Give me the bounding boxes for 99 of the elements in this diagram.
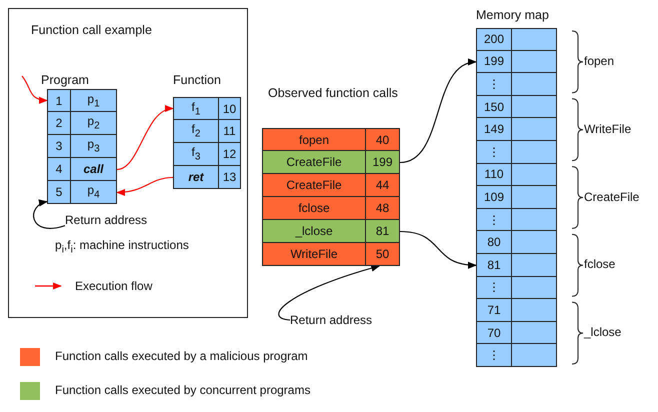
address-number: ⋮ [488, 348, 500, 362]
address-number: 70 [487, 326, 501, 340]
address-number: 149 [484, 122, 504, 136]
table-row [173, 97, 241, 120]
address-number: 48 [376, 201, 390, 215]
address-number: 80 [487, 235, 501, 250]
address-number: 110 [484, 167, 504, 182]
table-row [476, 50, 557, 74]
table-row [476, 276, 557, 300]
brace-label: fopen [584, 54, 614, 68]
table-row [47, 135, 117, 158]
function-name: WriteFile [290, 247, 338, 261]
execution-flow-arrow [116, 106, 174, 170]
brace-label: _lclose [584, 325, 622, 340]
table-row [262, 174, 400, 197]
address-number: 50 [376, 247, 390, 261]
table-row [476, 254, 557, 277]
annotation-text: Return address [65, 213, 148, 227]
function-name: fclose [298, 201, 330, 215]
address-number: 13 [222, 170, 236, 184]
brace-label: CreateFile [584, 190, 640, 204]
legend-text: Function calls executed by a malicious program [55, 349, 308, 363]
function-name: CreateFile [286, 178, 342, 192]
table-row [47, 89, 117, 112]
address-number: ⋮ [488, 280, 500, 294]
line-number: 4 [56, 162, 62, 176]
instruction-text: p$_{4}$ [87, 183, 100, 201]
instruction-text: ret [188, 170, 204, 184]
line-number: 2 [56, 116, 62, 130]
arrow [33, 200, 66, 229]
arrow [400, 230, 477, 268]
address-number: 199 [484, 54, 504, 68]
table-row [173, 143, 241, 166]
table-row [476, 299, 557, 322]
function-name: fopen [298, 132, 330, 146]
address-number: 81 [376, 224, 390, 238]
brace-label: WriteFile [584, 122, 632, 136]
address-number: ⋮ [488, 144, 500, 159]
legend-text: Function calls executed by concurrent programs [55, 383, 310, 397]
panel-title: Function call example [31, 23, 152, 37]
table-row [262, 128, 400, 151]
address-number: 44 [376, 178, 390, 192]
brace-label: fclose [584, 257, 616, 272]
table-row [476, 96, 557, 118]
table-row [47, 112, 117, 135]
annotation-text: Return address [290, 313, 372, 327]
table-heading: Observed function calls [268, 86, 398, 100]
table-row [476, 118, 557, 141]
panel-frame [8, 8, 248, 318]
table-heading: Function [173, 73, 221, 87]
address-number: 71 [487, 302, 501, 317]
arrow [278, 264, 380, 321]
table-row [476, 28, 557, 51]
table-heading: Memory map [476, 8, 549, 22]
table-row [173, 166, 241, 189]
instruction-text: p$_{2}$ [87, 114, 100, 132]
address-number: ⋮ [488, 212, 500, 227]
table-row [47, 181, 117, 204]
address-number: ⋮ [488, 76, 500, 91]
address-number: 40 [376, 132, 390, 146]
table-row [476, 73, 557, 96]
execution-flow-arrow [22, 76, 48, 104]
line-number: 1 [56, 94, 62, 108]
table-row [476, 231, 557, 254]
arrow [400, 60, 477, 164]
instruction-text: f$_{2}$ [192, 122, 200, 140]
table-row [476, 164, 557, 186]
table-row [476, 208, 557, 232]
execution-flow-arrow [116, 176, 174, 196]
function-name: CreateFile [286, 155, 342, 169]
address-number: 109 [484, 190, 504, 204]
address-number: 200 [484, 32, 504, 46]
table-row [47, 158, 117, 181]
instruction-text: f$_{3}$ [192, 145, 200, 163]
table-row [476, 322, 557, 344]
table-heading: Program [41, 73, 89, 87]
table-row [173, 120, 241, 143]
address-number: 10 [222, 102, 236, 116]
instruction-text: f$_{1}$ [192, 100, 200, 118]
address-number: 12 [222, 147, 236, 161]
table-row [262, 243, 400, 266]
address-number: 150 [484, 100, 504, 114]
address-number: 11 [223, 124, 236, 138]
table-row [262, 197, 400, 220]
table-row [262, 220, 400, 243]
table-row [476, 186, 557, 209]
line-number: 5 [56, 185, 62, 199]
function-name: _lclose [295, 224, 333, 238]
instruction-text: p$_{1}$ [87, 92, 100, 110]
address-number: 81 [487, 258, 501, 272]
table-row [476, 344, 557, 367]
address-number: 199 [372, 155, 393, 169]
legend-text: Execution flow [75, 279, 152, 293]
instruction-text: p$_{3}$ [87, 137, 100, 155]
line-number: 3 [56, 139, 62, 153]
instruction-text: call [83, 162, 104, 176]
table-row [476, 141, 557, 164]
note-text: p$_{i}$,f$_{i}$: machine instructions [55, 238, 189, 256]
table-row [262, 151, 400, 174]
